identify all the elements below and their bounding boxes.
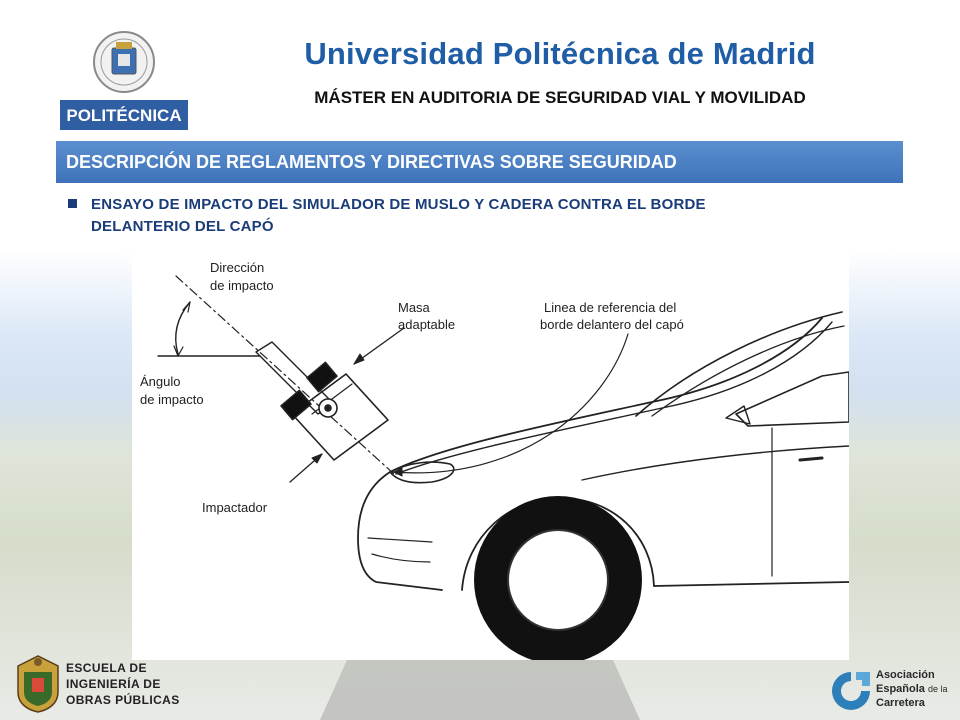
page-subtitle: MÁSTER EN AUDITORIA DE SEGURIDAD VIAL Y … — [314, 88, 806, 107]
bullet-item: ENSAYO DE IMPACTO DEL SIMULADOR DE MUSLO… — [68, 194, 903, 238]
school-crest-icon — [17, 655, 59, 713]
bullet-square-icon — [68, 199, 77, 208]
car-headlight — [389, 461, 455, 484]
car-wheel — [474, 496, 642, 660]
school-name: ESCUELA DE INGENIERÍA DE OBRAS PÚBLICAS — [66, 660, 180, 708]
section-header-bar: DESCRIPCIÓN DE REGLAMENTOS Y DIRECTIVAS … — [56, 141, 903, 183]
page-title: Universidad Politécnica de Madrid — [304, 36, 816, 71]
bullet-text-line1: ENSAYO DE IMPACTO DEL SIMULADOR DE MUSLO… — [91, 196, 706, 213]
reference-line-leader — [391, 333, 629, 474]
impact-direction-line — [175, 275, 395, 475]
car-side-window — [735, 371, 849, 427]
car-mirror — [725, 405, 751, 425]
bullet-text-line2: DELANTERIO DEL CAPÓ — [91, 218, 274, 235]
label-direccion-line2: de impacto — [210, 278, 274, 293]
label-direccion-line1: Dirección — [210, 260, 264, 275]
adaptable-mass-lower — [280, 389, 312, 421]
impactor-body — [291, 373, 389, 461]
aec-logo-icon — [832, 672, 870, 710]
aec-name-line2a: Española — [876, 683, 925, 695]
label-masa-line1: Masa — [398, 300, 431, 315]
school-name-line2: INGENIERÍA DE — [66, 677, 161, 691]
aec-name-line2b: de la — [927, 684, 948, 694]
label-masa-line2: adaptable — [398, 317, 455, 332]
label-linea-line2: borde delantero del capó — [540, 317, 684, 332]
aec-name-line3: Carretera — [876, 697, 925, 709]
bullet-text: ENSAYO DE IMPACTO DEL SIMULADOR DE MUSLO… — [91, 194, 706, 238]
car-side-body — [653, 581, 849, 587]
label-impactador: Impactador — [202, 500, 268, 515]
school-name-line3: OBRAS PÚBLICAS — [66, 693, 180, 707]
school-name-line1: ESCUELA DE — [66, 661, 147, 675]
label-angulo-line2: de impacto — [140, 392, 204, 407]
aec-name: Asociación Española de la Carretera — [876, 668, 948, 710]
impact-test-diagram: Dirección de impacto Masa adaptable Line… — [132, 246, 849, 660]
adaptable-mass-upper — [306, 361, 338, 393]
section-title: DESCRIPCIÓN DE REGLAMENTOS Y DIRECTIVAS … — [66, 151, 677, 172]
upm-logo: POLITÉCNICA — [60, 31, 188, 130]
diagram-svg: Dirección de impacto Masa adaptable Line… — [140, 260, 849, 660]
upm-logo-wordmark: POLITÉCNICA — [66, 106, 181, 125]
label-linea-line1: Linea de referencia del — [544, 300, 676, 315]
label-angulo-line1: Ángulo — [140, 374, 180, 389]
car-door-handle — [798, 456, 824, 462]
car-bumper — [357, 471, 443, 591]
car-windshield — [635, 311, 843, 417]
aec-name-line1: Asociación — [876, 669, 935, 681]
